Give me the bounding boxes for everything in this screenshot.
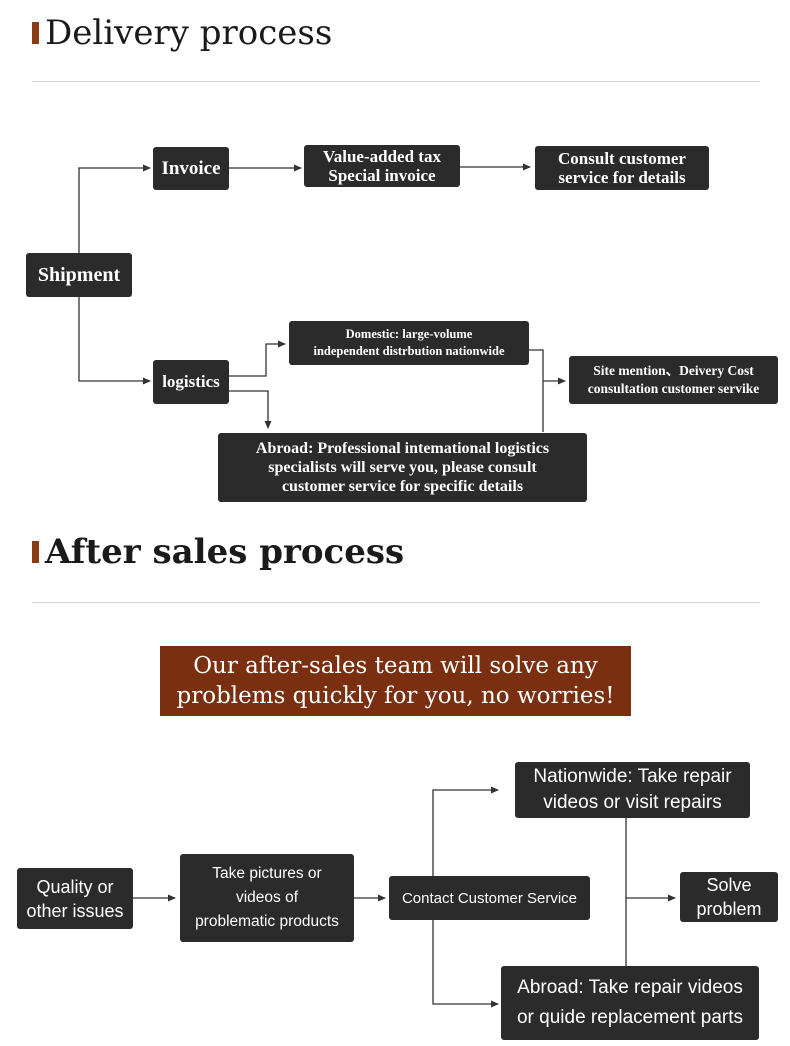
vat-invoice-node: Value-added tax Special invoice [304, 145, 460, 187]
consult-line-2: service for details [558, 168, 686, 187]
banner-line-1: Our after-sales team will solve any [193, 653, 598, 679]
invoice-label: Invoice [161, 157, 221, 179]
banner-line-2: problems quickly for you, no worries! [176, 683, 615, 709]
contact-service-node: Contact Customer Service [389, 876, 590, 920]
title-marker [32, 22, 39, 44]
abroad-repair-node: Abroad: Take repair videos or quide repl… [501, 966, 759, 1040]
quality-line-1: Quality or [36, 876, 114, 897]
pictures-line-2: videos of [235, 889, 299, 906]
domestic-line-1: Domestic: large-volume [345, 327, 473, 341]
after-sales-divider [32, 602, 760, 603]
site-consultation-node: Site mention、Deivery Cost consultation c… [569, 356, 778, 404]
invoice-node: Invoice [153, 147, 229, 190]
pictures-line-1: Take pictures or [212, 865, 322, 882]
abroad-line-3: customer service for specific details [281, 478, 524, 495]
delivery-title-text: Delivery process [45, 13, 333, 53]
solve-line-2: problem [696, 899, 762, 919]
title-marker [32, 541, 39, 563]
after-sales-banner: Our after-sales team will solve any prob… [160, 646, 631, 716]
abroad-logistics-node: Abroad: Professional intemational logist… [218, 433, 587, 502]
contact-label: Contact Customer Service [401, 889, 578, 907]
quality-line-2: other issues [26, 900, 124, 921]
domestic-line-2: independent distrbution nationwide [313, 344, 505, 358]
domestic-node: Domestic: large-volume independent distr… [289, 321, 529, 365]
after-sales-section-title: After sales process [32, 532, 404, 572]
pictures-line-3: problematic products [195, 913, 339, 930]
delivery-section-title: Delivery process [32, 13, 332, 53]
take-pictures-node: Take pictures or videos of problematic p… [180, 854, 354, 942]
nationwide-line-1: Nationwide: Take repair [533, 766, 732, 787]
vat-line-2: Special invoice [328, 166, 436, 185]
after-sales-title-text: After sales process [45, 532, 405, 572]
nationwide-line-2: videos or visit repairs [543, 792, 722, 813]
site-line-2: consultation customer servike [587, 381, 760, 396]
logistics-node: logistics [153, 360, 229, 404]
quality-issues-node: Quality or other issues [17, 868, 133, 929]
shipment-label: Shipment [37, 263, 121, 286]
delivery-divider [32, 81, 760, 82]
site-line-1: Site mention、Deivery Cost [593, 363, 754, 378]
shipment-node: Shipment [26, 253, 132, 297]
abroad-line-2: specialists will serve you, please consu… [268, 459, 537, 476]
nationwide-repair-node: Nationwide: Take repair videos or visit … [515, 762, 750, 818]
consult-node: Consult customer service for details [535, 146, 709, 190]
logistics-label: logistics [162, 372, 220, 391]
abroad-repair-line-2: or quide replacement parts [516, 1007, 743, 1028]
abroad-repair-line-1: Abroad: Take repair videos [517, 977, 743, 998]
consult-line-1: Consult customer [558, 149, 686, 168]
solve-problem-node: Solve problem [680, 872, 778, 922]
solve-line-1: Solve [706, 875, 752, 895]
abroad-line-1: Abroad: Professional intemational logist… [255, 440, 550, 457]
vat-line-1: Value-added tax [323, 147, 441, 166]
